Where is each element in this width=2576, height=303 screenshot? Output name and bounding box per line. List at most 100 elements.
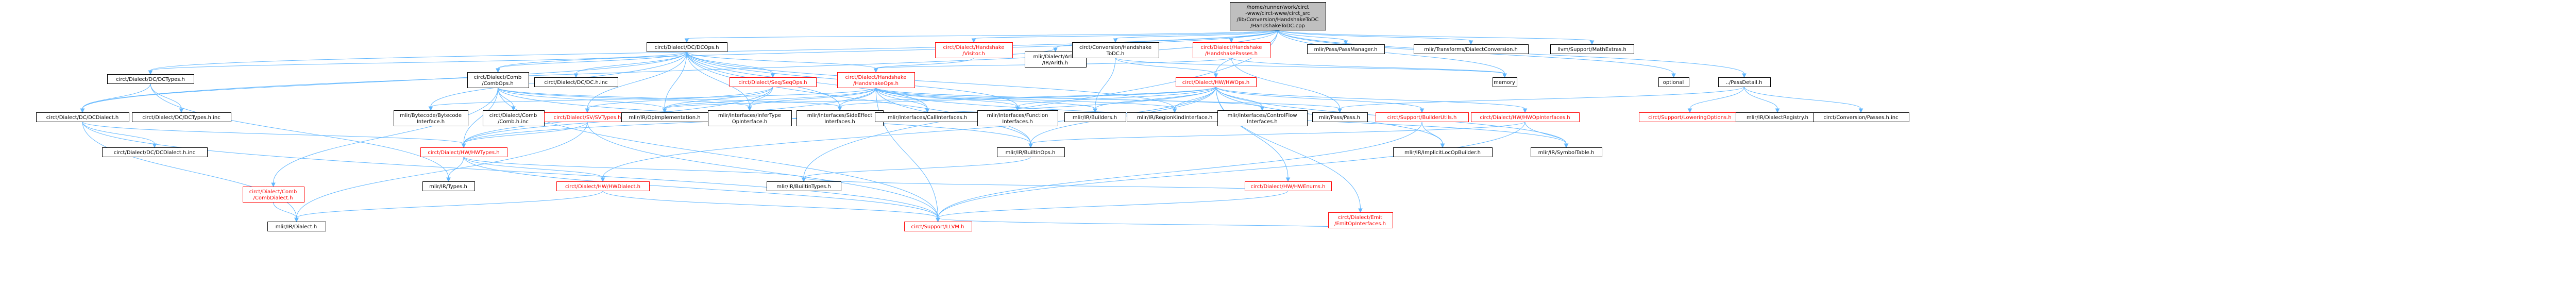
node-call-iface[interactable]: mlir/Interfaces/CallInterfaces.h [875, 112, 980, 122]
node-dc-dialect[interactable]: circt/Dialect/DC/DCDialect.h [36, 112, 129, 122]
node-hs-visitor[interactable]: circt/Dialect/Handshake/Visitor.h [935, 42, 1013, 58]
node-label-line: mlir/IR/Types.h [429, 184, 467, 190]
edge-pass_detail-to-lowering_opts [1687, 86, 1744, 113]
node-label-line: circt/Dialect/DC/DC.h.inc [544, 80, 607, 86]
edge-seq_ops-to-op_impl [662, 86, 773, 113]
edge-seq_types-to-hw_types [461, 121, 588, 148]
node-box [1072, 42, 1159, 58]
node-box [935, 42, 1013, 58]
node-lowering-opts[interactable]: circt/Support/LoweringOptions.h [1639, 112, 1741, 122]
node-label-line: Interface.h [417, 119, 445, 125]
node-hs-passes[interactable]: circt/Dialect/Handshake/HandshakePasses.… [1193, 42, 1270, 58]
node-builtin-ops[interactable]: mlir/IR/BuiltinOps.h [997, 147, 1065, 157]
edge-hs_passes-to-memory [1231, 57, 1507, 78]
node-dc-td[interactable]: circt/Dialect/DC/DC.h.inc [534, 77, 618, 87]
node-implicit-loc[interactable]: mlir/IR/ImplicitLocOpBuilder.h [1393, 147, 1493, 157]
node-label-line: circt/Dialect/HW/HWOpInterfaces.h [1480, 115, 1570, 121]
node-dc-ops[interactable]: circt/Dialect/DC/DCOps.h [647, 42, 727, 52]
node-label-line: mlir/IR/ImplicitLocOpBuilder.h [1404, 150, 1481, 156]
node-math-extras[interactable]: llvm/Support/MathExtras.h [1550, 44, 1634, 54]
node-comb-dialect[interactable]: circt/Dialect/Comb/CombDialect.h [243, 187, 304, 203]
node-emit-ops[interactable]: circt/Dialect/Emit/EmitOpInterfaces.h [1328, 212, 1393, 228]
node-builtin-types[interactable]: mlir/IR/BuiltinTypes.h [767, 181, 841, 191]
edge-hw_ops-to-ctrl_flow [1215, 86, 1265, 111]
node-hw-enums[interactable]: circt/Dialect/HW/HWEnums.h [1245, 181, 1332, 191]
node-label-line: /HandshakeOps.h [853, 81, 899, 87]
edge-hs_ops-to-builders [875, 87, 1097, 113]
node-label-line: optional [1663, 80, 1684, 86]
edge-hw_types-to-hw_dialect [463, 156, 605, 182]
node-box [1376, 112, 1469, 122]
node-box [36, 112, 129, 122]
node-label-line: circt/Dialect/DC/DCOps.h [655, 45, 719, 50]
node-dc-dialect-inc[interactable]: circt/Dialect/DC/DCDialect.h.inc [102, 147, 208, 157]
node-label-line: mlir/IR/RegionKindInterface.h [1137, 115, 1213, 121]
edge-conv_h-to-hw_ops [1115, 57, 1218, 78]
node-dc-types-inc[interactable]: circt/Dialect/DC/DCTypes.h.inc [132, 112, 231, 122]
node-comb-ops[interactable]: circt/Dialect/Comb/CombOps.h [467, 72, 529, 88]
node-transforms[interactable]: mlir/Transforms/DialectConversion.h [1414, 44, 1529, 54]
node-label-line: circt/Dialect/Seq/SeqOps.h [738, 80, 807, 86]
nodes-layer: /home/runner/work/circt-www/circt-www/ci… [36, 2, 1909, 231]
node-conv-h[interactable]: circt/Conversion/HandshakeToDC.h [1072, 42, 1159, 58]
node-label-line: /home/runner/work/circt [1246, 5, 1309, 10]
node-pass-h[interactable]: mlir/Pass/Pass.h [1312, 112, 1368, 122]
node-box [647, 42, 727, 52]
node-box [422, 181, 475, 191]
node-label-line: circt/Dialect/Handshake [943, 45, 1005, 50]
node-hw-ops[interactable]: circt/Dialect/HW/HWOps.h [1176, 77, 1257, 87]
node-llvm-h[interactable]: circt/Support/LLVM.h [904, 222, 972, 231]
node-conv-passes[interactable]: circt/Conversion/Passes.h.inc [1813, 112, 1909, 122]
node-label-line: circt/Support/LLVM.h [911, 224, 964, 230]
node-box [730, 77, 817, 87]
node-label-line: /lib/Conversion/HandshakeToDC [1237, 17, 1319, 23]
node-box [1414, 44, 1529, 54]
node-dc-types[interactable]: circt/Dialect/DC/DCTypes.h [107, 74, 194, 84]
node-label-line: circt/Dialect/HW/HWOps.h [1182, 80, 1249, 86]
node-comb-inc[interactable]: circt/Dialect/Comb/Comb.h.inc [483, 110, 545, 126]
edge-dc_types-to-dc_dialect [80, 83, 151, 113]
node-op-impl[interactable]: mlir/IR/OpImplementation.h [621, 112, 708, 122]
node-seq-ops[interactable]: circt/Dialect/Seq/SeqOps.h [730, 77, 817, 87]
node-label-line: memory [1494, 80, 1515, 86]
node-hw-dialect[interactable]: circt/Dialect/HW/HWDialect.h [556, 181, 650, 191]
node-box [107, 74, 194, 84]
node-box [1813, 112, 1909, 122]
node-label-line: circt/Dialect/Handshake [845, 75, 907, 80]
node-label-line: circt/Dialect/DC/DCDialect.h [46, 115, 119, 121]
node-builders[interactable]: mlir/IR/Builders.h [1064, 112, 1126, 122]
edge-hs_ops-to-infer_type [747, 87, 876, 111]
node-mlir-dialect[interactable]: mlir/IR/Dialect.h [267, 222, 326, 231]
node-builder-utils[interactable]: circt/Support/BuilderUtils.h [1376, 112, 1469, 122]
edge-comb_dialect-to-mlir_dialect [273, 201, 299, 223]
node-dialect-reg[interactable]: mlir/IR/DialectRegistry.h [1736, 112, 1820, 122]
node-box [394, 110, 468, 126]
node-label-line: mlir/Interfaces/CallInterfaces.h [888, 115, 967, 121]
node-box [1393, 147, 1493, 157]
edge-dc_ops-to-dc_td [573, 51, 687, 78]
node-label-line: circt/Dialect/HW/HWDialect.h [565, 184, 640, 190]
node-seq-types[interactable]: circt/Dialect/SV/SVTypes.h [544, 112, 631, 122]
node-mlir-types[interactable]: mlir/IR/Types.h [422, 181, 475, 191]
node-label-line: circt/Dialect/Comb [489, 113, 537, 119]
node-pass-mgr[interactable]: mlir/Pass/PassManager.h [1307, 44, 1385, 54]
node-box [1493, 77, 1517, 87]
edge-hw_ops-to-builder_utils [1215, 86, 1425, 113]
node-hw-op-iface[interactable]: circt/Dialect/HW/HWOpInterfaces.h [1471, 112, 1580, 122]
node-pass-detail[interactable]: ../PassDetail.h [1718, 77, 1771, 87]
node-region-kind[interactable]: mlir/IR/RegionKindInterface.h [1127, 112, 1223, 122]
node-optional[interactable]: optional [1658, 77, 1689, 87]
edge-root-to-math_extras [1277, 29, 1595, 45]
node-memory[interactable]: memory [1493, 77, 1517, 87]
node-symbol-table[interactable]: mlir/IR/SymbolTable.h [1531, 147, 1602, 157]
node-hw-types[interactable]: circt/Dialect/HW/HWTypes.h [420, 147, 507, 157]
node-label-line: mlir/Interfaces/SideEffect [807, 113, 873, 119]
node-box [1307, 44, 1385, 54]
node-hs-ops[interactable]: circt/Dialect/Handshake/HandshakeOps.h [837, 72, 915, 88]
edge-hw_enums-to-llvm_h [936, 190, 1289, 223]
